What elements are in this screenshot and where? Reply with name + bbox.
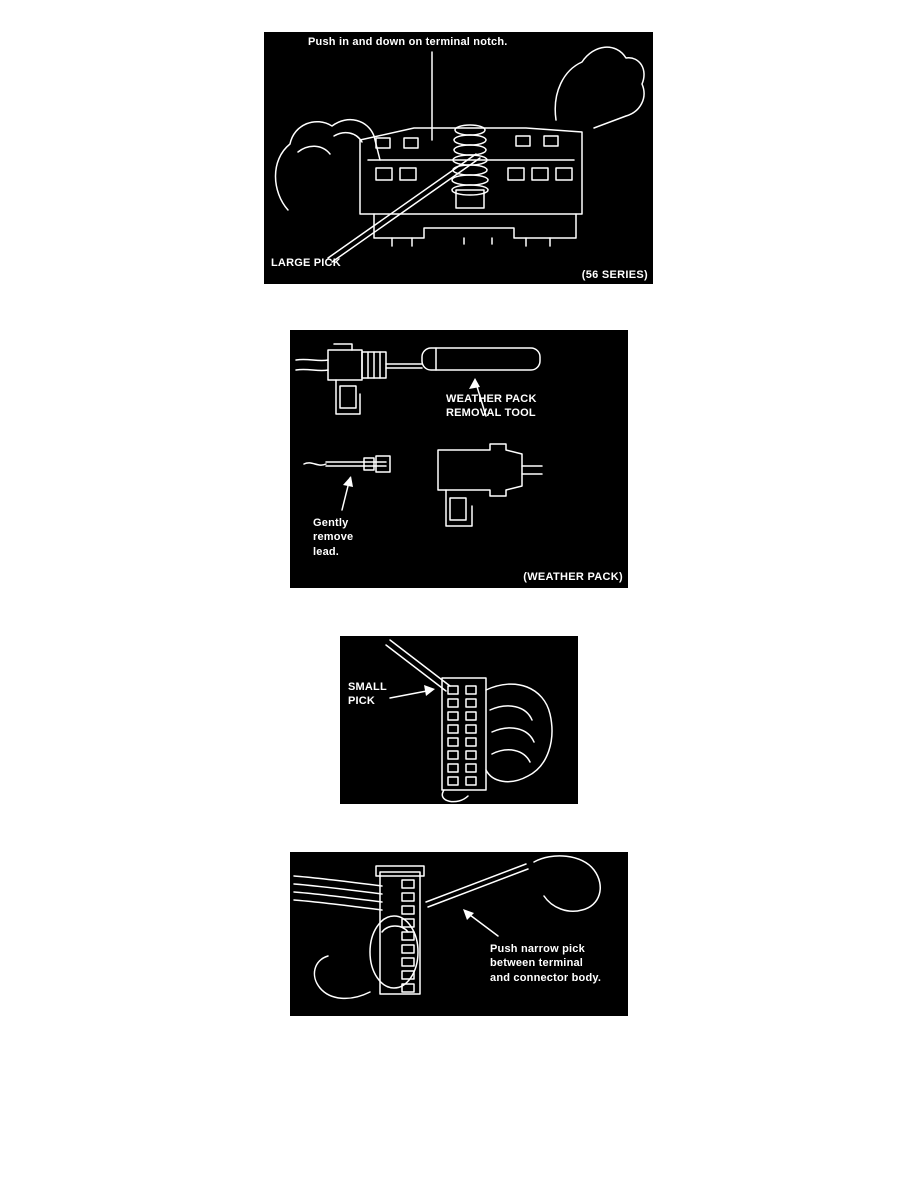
weather-pack-illustration xyxy=(295,343,543,527)
series-56-caption: (56 SERIES) xyxy=(581,269,648,281)
56-series-connector-illustration xyxy=(274,46,645,263)
panel-weather-pack-terminal-removal: WEATHER PACK REMOVAL TOOL Gently remove … xyxy=(290,330,628,588)
large-pick-label: LARGE PICK xyxy=(271,257,341,269)
small-pick-illustration xyxy=(385,639,553,803)
gently-remove-lead-label: Gently remove lead. xyxy=(313,517,354,558)
push-terminal-notch-label: Push in and down on terminal notch. xyxy=(308,36,508,48)
panel-small-pick-terminal-removal: SMALL PICK xyxy=(340,636,578,804)
panel-narrow-pick-terminal-removal: Push narrow pick between terminal and co… xyxy=(290,852,628,1016)
narrow-pick-illustration xyxy=(293,855,601,1000)
push-narrow-pick-label: Push narrow pick between terminal and co… xyxy=(490,943,602,984)
small-pick-label: SMALL PICK xyxy=(348,681,387,708)
weather-pack-removal-tool-label: WEATHER PACK REMOVAL TOOL xyxy=(446,393,537,420)
weather-pack-caption: (WEATHER PACK) xyxy=(523,571,623,583)
panel-56-series-terminal-removal: Push in and down on terminal notch. LARG… xyxy=(264,32,653,284)
